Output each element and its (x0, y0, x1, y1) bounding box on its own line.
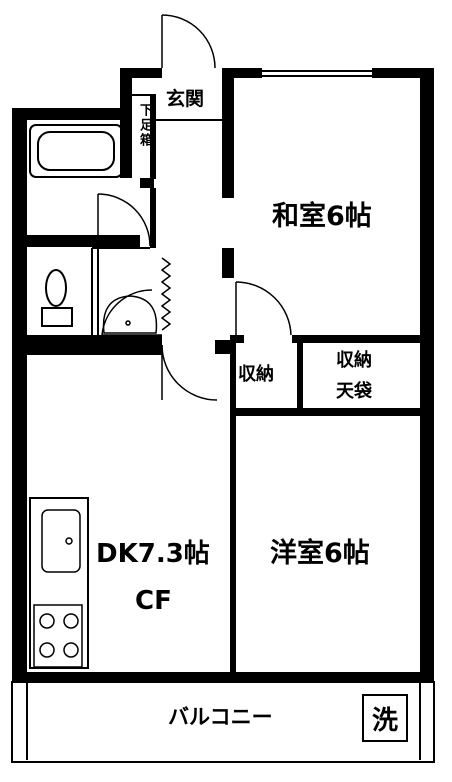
closet-small-label: 収納 (238, 364, 274, 385)
thin-lines (11, 70, 435, 763)
closet-large-label-2: 天袋 (336, 381, 372, 402)
washer-space: 洗 (362, 694, 408, 742)
youshitsu-label: 洋室6帖 (270, 538, 370, 569)
balcony-label: バルコニー (168, 705, 273, 729)
walls (12, 68, 434, 683)
stove (33, 604, 83, 668)
toilet (41, 269, 73, 327)
accordion-door (160, 257, 172, 331)
closet-large-label-1: 収納 (336, 350, 372, 371)
washitsu-label: 和室6帖 (272, 201, 372, 232)
genkan-label: 玄関 (166, 88, 205, 110)
bathtub (29, 124, 123, 178)
wash-basin (102, 295, 158, 334)
dk-label: DK7.3帖 (96, 539, 210, 569)
dk-floor-label: CF (135, 586, 172, 616)
kitchen-sink (41, 509, 81, 573)
shoe-box-label: 下足箱 (137, 103, 152, 148)
